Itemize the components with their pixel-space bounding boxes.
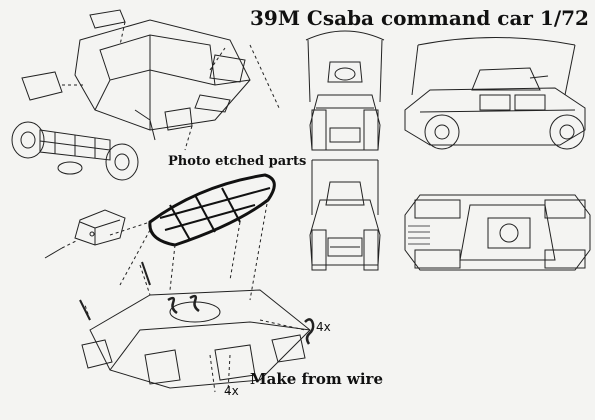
lower-hull (79, 261, 311, 393)
wire-hook-sample (304, 318, 315, 345)
top-view (404, 194, 591, 271)
make-from-wire-label: Make from wire (250, 370, 383, 388)
side-view (404, 37, 586, 150)
front-view (305, 30, 385, 151)
photo-etched-label: Photo etched parts (168, 154, 307, 169)
exploded-assembly-top (11, 9, 281, 181)
turret-part (44, 209, 126, 259)
wire-count-label: 4x (224, 384, 239, 398)
rear-view (309, 159, 381, 271)
page-title: 39M Csaba command car 1/72 (250, 6, 589, 30)
frame-guide-lines (109, 197, 269, 301)
hook-count-label: 4x (316, 320, 331, 334)
photo-etched-frame (148, 173, 276, 247)
